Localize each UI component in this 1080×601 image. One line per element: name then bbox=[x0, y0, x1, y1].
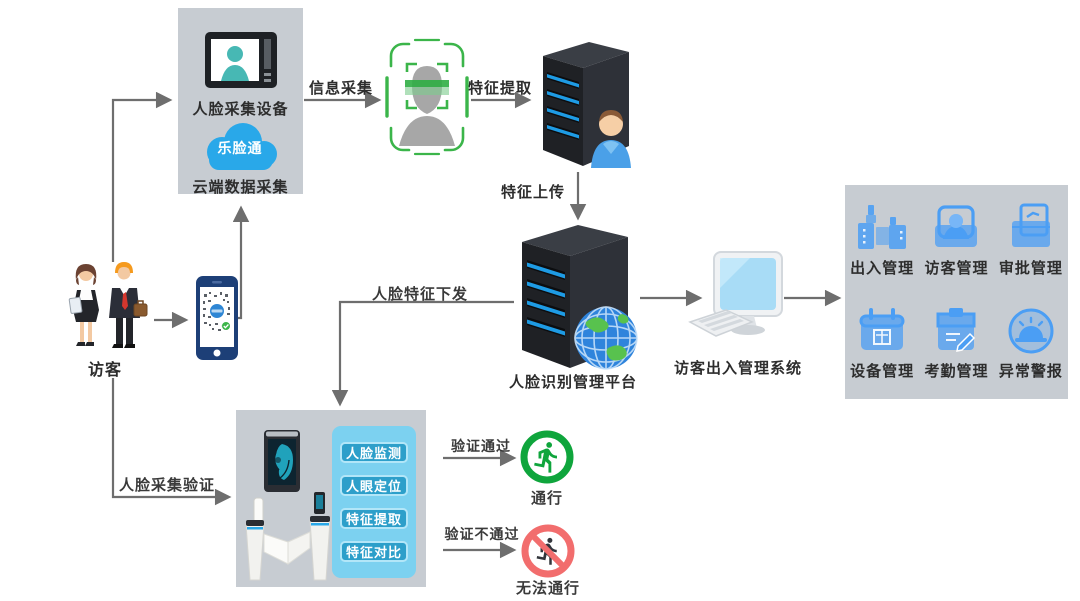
edge-label-info-collect: 信息采集 bbox=[308, 81, 373, 97]
platform-server-icon bbox=[522, 225, 638, 370]
panel-item-access: 出入管理 bbox=[850, 203, 914, 278]
approval-icon bbox=[1011, 203, 1050, 247]
verify-steps-panel: 人脸监测 人眼定位 特征提取 特征对比 bbox=[332, 426, 416, 578]
qr-code bbox=[203, 292, 230, 331]
globe-icon bbox=[574, 306, 638, 370]
panel-item-attendance: 考勤管理 bbox=[924, 306, 988, 381]
computer-icon bbox=[688, 251, 783, 337]
gate-verify-box: 人脸监测 人眼定位 特征提取 特征对比 bbox=[236, 410, 426, 587]
phone-qr-icon bbox=[196, 276, 238, 360]
visitors-label: 访客 bbox=[87, 362, 122, 379]
edge-label-feature-extract: 特征提取 bbox=[467, 81, 532, 97]
device-label: 人脸采集设备 bbox=[192, 102, 289, 118]
face-scan-icon bbox=[385, 38, 469, 156]
cloud-icon: 乐脸通 bbox=[197, 118, 283, 176]
step-eye-locate: 人眼定位 bbox=[340, 475, 408, 496]
panel-item-device: 设备管理 bbox=[850, 306, 914, 381]
visitor-man bbox=[109, 262, 148, 348]
keyboard-icon bbox=[688, 309, 754, 337]
step-face-detect: 人脸监测 bbox=[340, 442, 408, 463]
alarm-icon bbox=[1008, 308, 1054, 354]
step-feature-compare: 特征对比 bbox=[340, 541, 408, 562]
management-panel: 出入管理 访客管理 审批管理 bbox=[845, 185, 1068, 399]
fail-label: 无法通行 bbox=[515, 580, 580, 597]
edge-label-feature-dispatch: 人脸特征下发 bbox=[372, 286, 469, 303]
cloud-capture-box: 人脸采集设备 乐脸通 云端数据采集 bbox=[178, 8, 303, 196]
face-terminal-icon bbox=[264, 430, 300, 492]
platform-label: 人脸识别管理平台 bbox=[508, 375, 637, 391]
pass-label: 通行 bbox=[530, 490, 563, 507]
device-icon bbox=[859, 308, 905, 350]
edge-label-verify-pass: 验证通过 bbox=[451, 438, 511, 454]
visitors-icon bbox=[68, 262, 148, 348]
face-capture-device-icon bbox=[205, 32, 277, 88]
edge-label-verify-fail: 验证不通过 bbox=[444, 526, 520, 542]
attendance-icon bbox=[936, 308, 976, 352]
gate-icon bbox=[858, 205, 907, 249]
panel-item-alarm: 异常警报 bbox=[999, 306, 1063, 381]
pass-walk-icon bbox=[520, 430, 574, 484]
edge-label-feature-upload: 特征上传 bbox=[500, 185, 565, 201]
cloud-brand-label: 乐脸通 bbox=[217, 140, 263, 156]
cloud-box-label: 云端数据采集 bbox=[192, 180, 289, 196]
system-label: 访客出入管理系统 bbox=[673, 361, 802, 377]
visitor-icon bbox=[935, 205, 978, 247]
step-feature-extract: 特征提取 bbox=[340, 508, 408, 529]
speed-gate-icon bbox=[245, 492, 331, 581]
visitor-woman bbox=[68, 264, 99, 346]
user-avatar-icon bbox=[591, 110, 631, 168]
panel-item-visitor: 访客管理 bbox=[924, 203, 988, 278]
edge-label-capture-verify: 人脸采集验证 bbox=[118, 477, 215, 494]
panel-item-approval: 审批管理 bbox=[999, 203, 1063, 278]
feature-server-icon bbox=[543, 42, 631, 168]
fail-no-entry-icon bbox=[521, 524, 575, 578]
